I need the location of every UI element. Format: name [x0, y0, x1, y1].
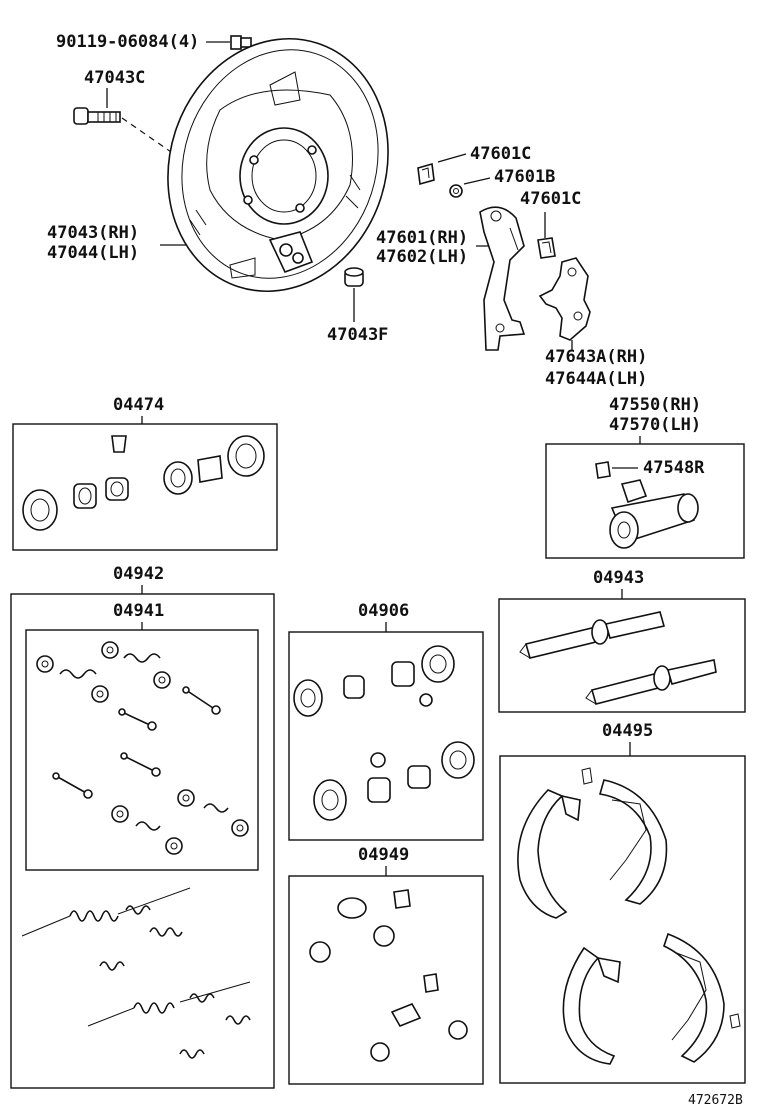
bleeder-plug-icon [595, 461, 611, 479]
kit-04941-box [25, 629, 259, 871]
label-47043c: 47043C [84, 68, 145, 88]
label-90119-06084: 90119-06084(4) [56, 32, 199, 52]
wheel-cylinder-icon [609, 479, 699, 549]
cylinder-repair-kit-icon [293, 645, 475, 821]
return-spring-icon [21, 887, 251, 1059]
parking-lever-icon [479, 206, 526, 351]
label-47570-lh: 47570(LH) [609, 415, 701, 435]
label-04906: 04906 [358, 601, 409, 621]
label-47643a-rh: 47643A(RH) [545, 347, 647, 367]
clip-icon-2 [537, 237, 556, 259]
kit-04495-box [499, 755, 746, 1084]
figure-id: 472672B [688, 1093, 743, 1108]
label-47548r: 47548R [643, 458, 705, 478]
label-47601b: 47601B [494, 167, 555, 187]
kit-04943-box [498, 598, 746, 713]
label-47602-lh: 47602(LH) [376, 247, 468, 267]
boot-kit-icon [309, 889, 468, 1062]
kit-04474-box [12, 423, 278, 551]
kit-04949-box [288, 875, 484, 1085]
piston-cup-icon [22, 435, 265, 531]
hold-down-spring-icon [36, 641, 249, 855]
label-04474: 04474 [113, 395, 164, 415]
adjuster-strut-icon [519, 611, 717, 705]
label-47043f: 47043F [327, 325, 388, 345]
label-04943: 04943 [593, 568, 644, 588]
backing-plate-icon [167, 37, 389, 293]
wheel-cylinder-box [545, 443, 745, 559]
small-bolt-icon [230, 35, 252, 50]
label-47601c-a: 47601C [470, 144, 531, 164]
nut-47043f-icon [344, 267, 364, 287]
label-04942: 04942 [113, 564, 164, 584]
small-nut-icon [449, 184, 463, 198]
kit-04942-box [10, 593, 275, 1089]
label-47550-rh: 47550(RH) [609, 395, 701, 415]
adjuster-bracket-icon [538, 257, 591, 341]
brake-shoe-icon [517, 767, 741, 1065]
label-47043-rh: 47043(RH) [47, 223, 139, 243]
clip-icon [417, 162, 435, 186]
label-47601-rh: 47601(RH) [376, 228, 468, 248]
label-04949: 04949 [358, 845, 409, 865]
label-04495: 04495 [602, 721, 653, 741]
label-47601c-b: 47601C [520, 189, 581, 209]
label-47044-lh: 47044(LH) [47, 243, 139, 263]
kit-04906-box [288, 631, 484, 841]
label-04941: 04941 [113, 601, 164, 621]
label-47644a-lh: 47644A(LH) [545, 369, 647, 389]
hub-bolt-icon [73, 107, 121, 125]
